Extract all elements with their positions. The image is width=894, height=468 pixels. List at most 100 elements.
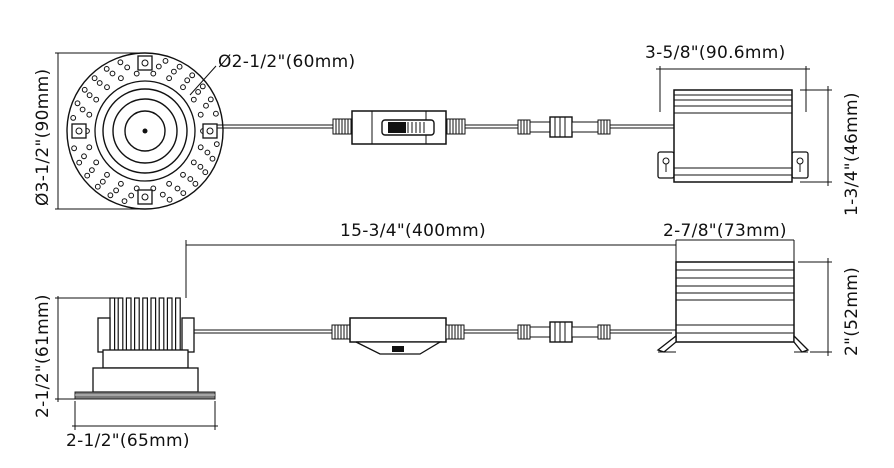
heatsink-hole (113, 187, 119, 194)
heatsink-hole (155, 63, 162, 70)
heatsink-fin (175, 297, 181, 353)
mounting-tab-bottom (137, 189, 153, 205)
fixture-face (66, 52, 224, 210)
heatsink-hole (213, 110, 219, 117)
heatsink-holes (70, 58, 220, 205)
heatsink-hole (81, 86, 88, 93)
strain-relief-side-left (331, 324, 351, 340)
heatsink-hole (197, 163, 204, 170)
heatsink-hole (71, 145, 77, 152)
heatsink-hole (104, 84, 110, 91)
heatsink-hole (171, 68, 177, 75)
switch-box-side (349, 317, 447, 355)
top-view: Ø2-1/2"(60mm) Ø3-1/2"(90mm) (33, 43, 862, 216)
heatsink-hole (202, 169, 209, 176)
fixture-side (74, 297, 216, 400)
switch-box (351, 110, 447, 145)
heatsink-hole (197, 144, 204, 151)
mounting-tab-top (137, 55, 153, 71)
heatsink-hole (118, 180, 124, 187)
heatsink-fin (109, 297, 116, 353)
heatsink-hole (103, 66, 110, 72)
heatsink-hole (190, 159, 197, 166)
heatsink-hole (93, 96, 100, 103)
heatsink-hole (195, 89, 202, 95)
outer-diameter-dimension: Ø3-1/2"(90mm) (33, 52, 145, 210)
heatsink-hole (133, 70, 140, 77)
heatsink-hole (166, 180, 173, 187)
heatsink-hole (99, 178, 106, 185)
heatsink-fin (166, 297, 173, 353)
heatsink-hole (166, 75, 173, 82)
inner-diameter-leader (189, 65, 217, 96)
heatsink-fin (142, 297, 149, 353)
heatsink-hole (209, 155, 216, 162)
heatsink-fin (134, 297, 140, 353)
heatsink-hole (174, 185, 181, 192)
heatsink-hole (91, 75, 98, 82)
driver-length-dimension: 3-5/8"(90.6mm) (645, 43, 810, 112)
heatsink-hole (89, 167, 95, 174)
strain-relief-right (446, 118, 466, 135)
strain-relief-side-right (445, 324, 465, 340)
heatsink-hole (180, 84, 186, 91)
heatsink-hole (203, 102, 209, 109)
mounting-tab-left (71, 123, 87, 139)
outer-diameter-label: Ø3-1/2"(90mm) (33, 69, 53, 206)
heatsink-hole (76, 159, 83, 166)
heatsink-hole (204, 149, 211, 156)
heatsink-hole (189, 72, 196, 79)
heatsink-hole (199, 83, 206, 90)
driver-height-dimension: 1-3/4"(46mm) (800, 86, 862, 216)
heatsink-hole (184, 77, 191, 84)
mounting-tab-right (202, 123, 218, 139)
heatsink-fin (117, 297, 124, 353)
fixture-height-dimension: 2-1/2"(61mm) (33, 294, 120, 418)
fixture-height-label: 2-1/2"(61mm) (33, 294, 53, 418)
heatsink-hole (96, 80, 103, 86)
heatsink-hole (128, 192, 135, 199)
heatsink-fin (125, 297, 132, 353)
fixture-width-dimension: 2-1/2"(65mm) (66, 401, 218, 451)
heatsink-hole (104, 171, 110, 178)
heatsink-hole (79, 106, 86, 113)
heatsink-hole (162, 58, 169, 64)
heatsink-hole (86, 144, 93, 151)
heatsink-hole (192, 180, 199, 187)
heatsink-hole (84, 172, 91, 179)
heatsink-hole (197, 111, 204, 118)
heatsink-hole (187, 176, 194, 182)
driver-length-label: 3-5/8"(90.6mm) (645, 43, 786, 63)
heatsink-hole (86, 111, 93, 118)
heatsink-hole (124, 64, 131, 71)
heatsink-hole (213, 141, 220, 148)
heatsink-fin (150, 297, 157, 353)
heatsink-hole (94, 183, 101, 190)
fixture-width-label: 2-1/2"(65mm) (66, 431, 190, 451)
driver-side-height-label: 2"(52mm) (842, 267, 862, 356)
inner-diameter-label: Ø2-1/2"(60mm) (218, 52, 355, 72)
heatsink-fins (109, 297, 181, 353)
heatsink-hole (109, 70, 116, 77)
heatsink-hole (107, 192, 114, 199)
driver-height-label: 1-3/4"(46mm) (842, 92, 862, 216)
driver-width-dimension: 2-7/8"(73mm) (663, 221, 795, 262)
cable-connector-top (517, 116, 611, 138)
heatsink-hole (159, 191, 166, 198)
cable-connector-side (517, 321, 611, 343)
strain-relief-left (332, 118, 352, 135)
driver-width-label: 2-7/8"(73mm) (663, 221, 787, 241)
heatsink-hole (86, 92, 93, 99)
heatsink-hole (176, 63, 183, 70)
heatsink-fin (158, 297, 165, 353)
heatsink-hole (70, 115, 77, 121)
heatsink-hole (190, 96, 197, 103)
driver-side-height-dimension: 2"(52mm) (798, 258, 862, 356)
heatsink-hole (150, 70, 157, 77)
side-view: 15-3/4"(400mm) 2-7/8"(73mm) 2-1/2"( (33, 221, 862, 451)
cable-length-label: 15-3/4"(400mm) (340, 221, 486, 241)
cable-length-dimension: 15-3/4"(400mm) (185, 221, 676, 298)
heatsink-hole (118, 75, 124, 82)
driver-side-view (656, 261, 810, 353)
